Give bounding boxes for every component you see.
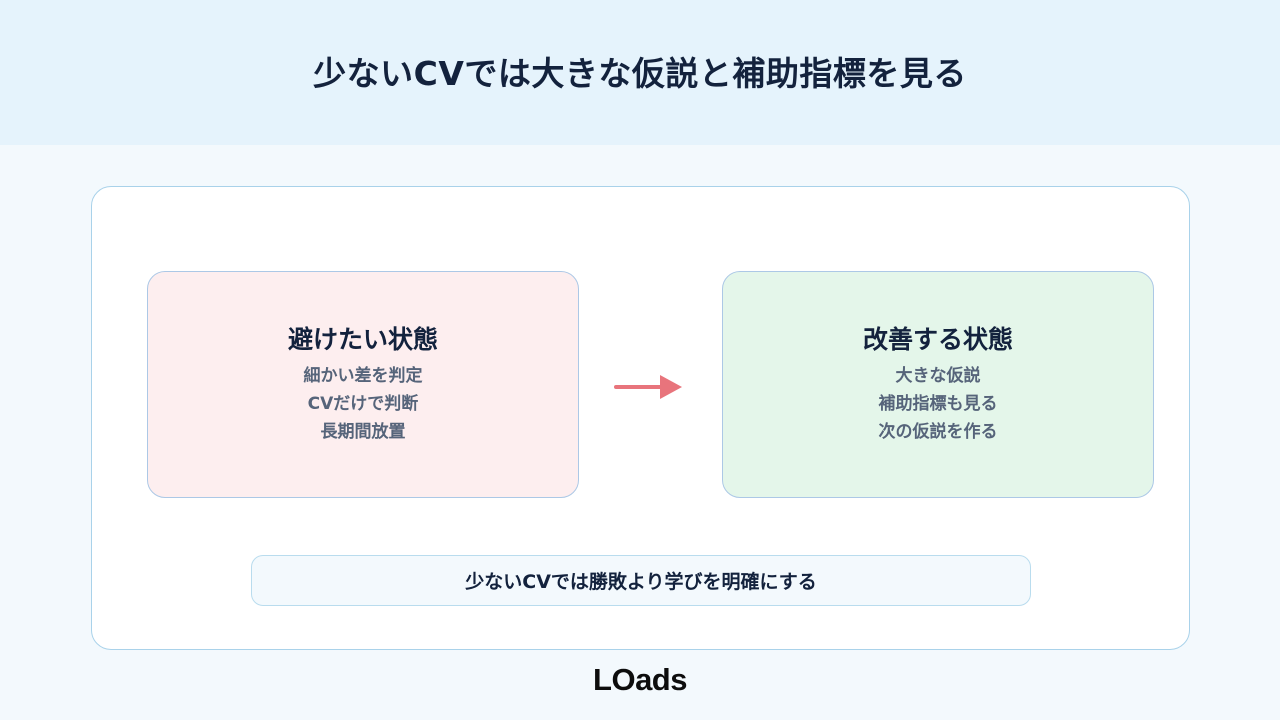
avoid-state-item: 細かい差を判定 xyxy=(303,366,423,386)
improve-state-item: 次の仮説を作る xyxy=(878,422,998,442)
diagram-panel: 避けたい状態 細かい差を判定 CVだけで判断 長期間放置 改善する状態 大きな仮… xyxy=(91,186,1190,650)
improve-state-title: 改善する状態 xyxy=(862,325,1013,354)
avoid-state-item: CVだけで判断 xyxy=(307,394,419,414)
improve-state-box: 改善する状態 大きな仮説 補助指標も見る 次の仮説を作る xyxy=(722,271,1154,498)
improve-state-item: 大きな仮説 xyxy=(895,366,981,386)
avoid-state-title: 避けたい状態 xyxy=(287,325,438,354)
header: 少ないCVでは大きな仮説と補助指標を見る xyxy=(0,0,1280,145)
summary-text: 少ないCVでは勝敗より学びを明確にする xyxy=(465,571,817,593)
page-title: 少ないCVでは大きな仮説と補助指標を見る xyxy=(313,54,967,93)
avoid-state-box: 避けたい状態 細かい差を判定 CVだけで判断 長期間放置 xyxy=(147,271,579,498)
right-arrow-icon xyxy=(614,375,682,399)
summary-banner: 少ないCVでは勝敗より学びを明確にする xyxy=(251,555,1031,606)
improve-state-item: 補助指標も見る xyxy=(878,394,998,414)
avoid-state-item: 長期間放置 xyxy=(320,422,406,442)
brand-logo: LOads xyxy=(593,662,687,697)
